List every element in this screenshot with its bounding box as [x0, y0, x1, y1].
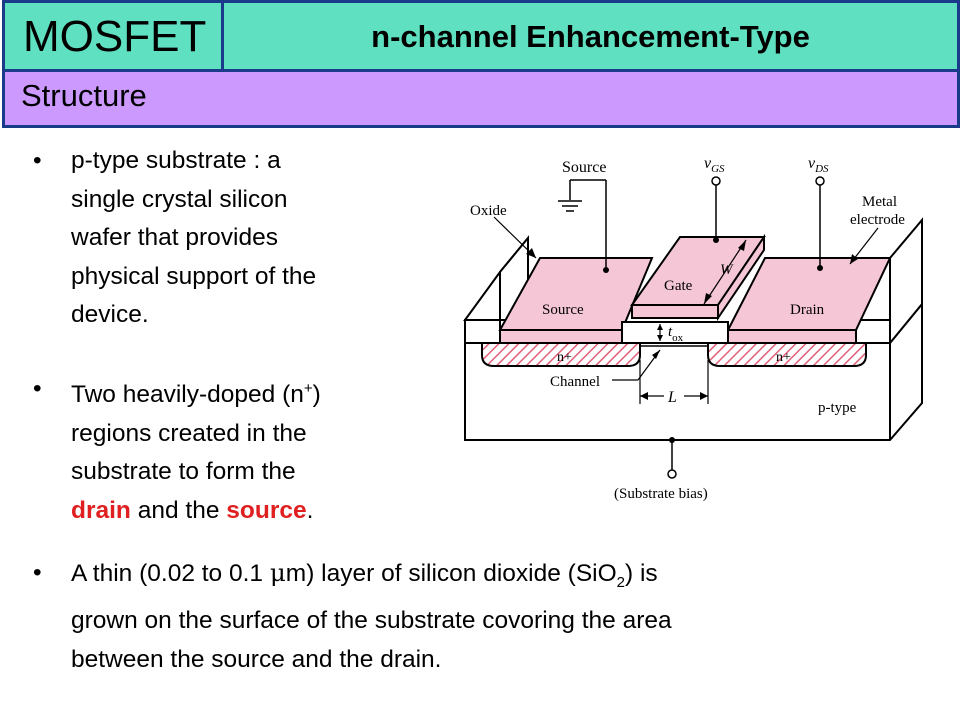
title-box: MOSFET [2, 0, 224, 72]
substrate-terminal [667, 437, 677, 479]
bullet-line: regions created in the [71, 419, 307, 447]
bullet-substrate: • p-type substrate : a single crystal si… [33, 142, 411, 335]
bullet-line: drain and the source. [71, 496, 314, 524]
label-channel: Channel [550, 374, 600, 390]
bullet-doped-regions: • Two heavily-doped (n+) regions created… [33, 370, 411, 530]
label-vgs: vGS [704, 155, 725, 175]
bullet-line: A thin (0.02 to 0.1 μm) layer of silicon… [71, 558, 658, 591]
ground-icon [558, 200, 582, 212]
label-nplus-source: n+ [557, 350, 572, 365]
mosfet-structure-diagram: Source vGS vDS Metal electrode Oxide Gat… [463, 155, 923, 502]
bullet-line: between the source and the drain. [71, 645, 442, 673]
bullet-dot: • [33, 559, 42, 586]
bullet-line: p-type substrate : a [71, 147, 281, 174]
width-dimension [703, 239, 747, 305]
label-oxide: Oxide [470, 203, 507, 219]
right-oxide-slab [855, 217, 923, 346]
bullet-line: physical support of the [71, 262, 317, 290]
label-electrode: electrode [850, 212, 905, 228]
label-vds: vDS [808, 155, 829, 175]
section-title: Structure [21, 78, 147, 113]
label-drain: Drain [790, 302, 825, 318]
source-terminal [569, 179, 609, 273]
bullet-line: single crystal silicon [71, 185, 288, 213]
label-substrate-bias: (Substrate bias) [614, 486, 708, 502]
subtitle-box: n-channel Enhancement-Type [224, 0, 960, 72]
label-nplus-drain: n+ [776, 350, 791, 365]
label-gate: Gate [664, 278, 693, 294]
drain-nplus-region [707, 342, 867, 367]
source-nplus-region [481, 342, 641, 367]
bullet-line: grown on the surface of the substrate co… [71, 607, 672, 635]
label-metal: Metal [862, 194, 897, 210]
drain-electrode [726, 257, 892, 344]
bullet-oxide-layer: • A thin (0.02 to 0.1 μm) layer of silic… [33, 554, 931, 679]
bullet-dot: • [33, 375, 42, 402]
slide-subtitle: n-channel Enhancement-Type [371, 19, 810, 54]
label-tox: tox [668, 324, 684, 344]
gate-oxide [621, 321, 729, 344]
bullet-line: wafer that provides [71, 224, 278, 251]
label-l: L [667, 389, 677, 406]
label-w: W [720, 262, 734, 278]
gate-electrode [630, 233, 766, 322]
bullet-line: Two heavily-doped (n+) [71, 380, 321, 409]
drain-highlight: drain [71, 496, 131, 524]
bullet-line: device. [71, 301, 149, 328]
section-box: Structure [2, 72, 960, 128]
slide-header: MOSFET n-channel Enhancement-Type Struct… [0, 0, 960, 128]
bullet-dot: • [33, 147, 42, 174]
label-source-terminal: Source [562, 159, 606, 176]
bullet-line: substrate to form the [71, 458, 296, 486]
gate-terminal [711, 176, 721, 243]
source-highlight: source [226, 496, 307, 524]
slide-title: MOSFET [23, 12, 207, 61]
label-ptype: p-type [818, 400, 857, 416]
drain-terminal [815, 176, 825, 271]
label-source: Source [542, 302, 584, 318]
